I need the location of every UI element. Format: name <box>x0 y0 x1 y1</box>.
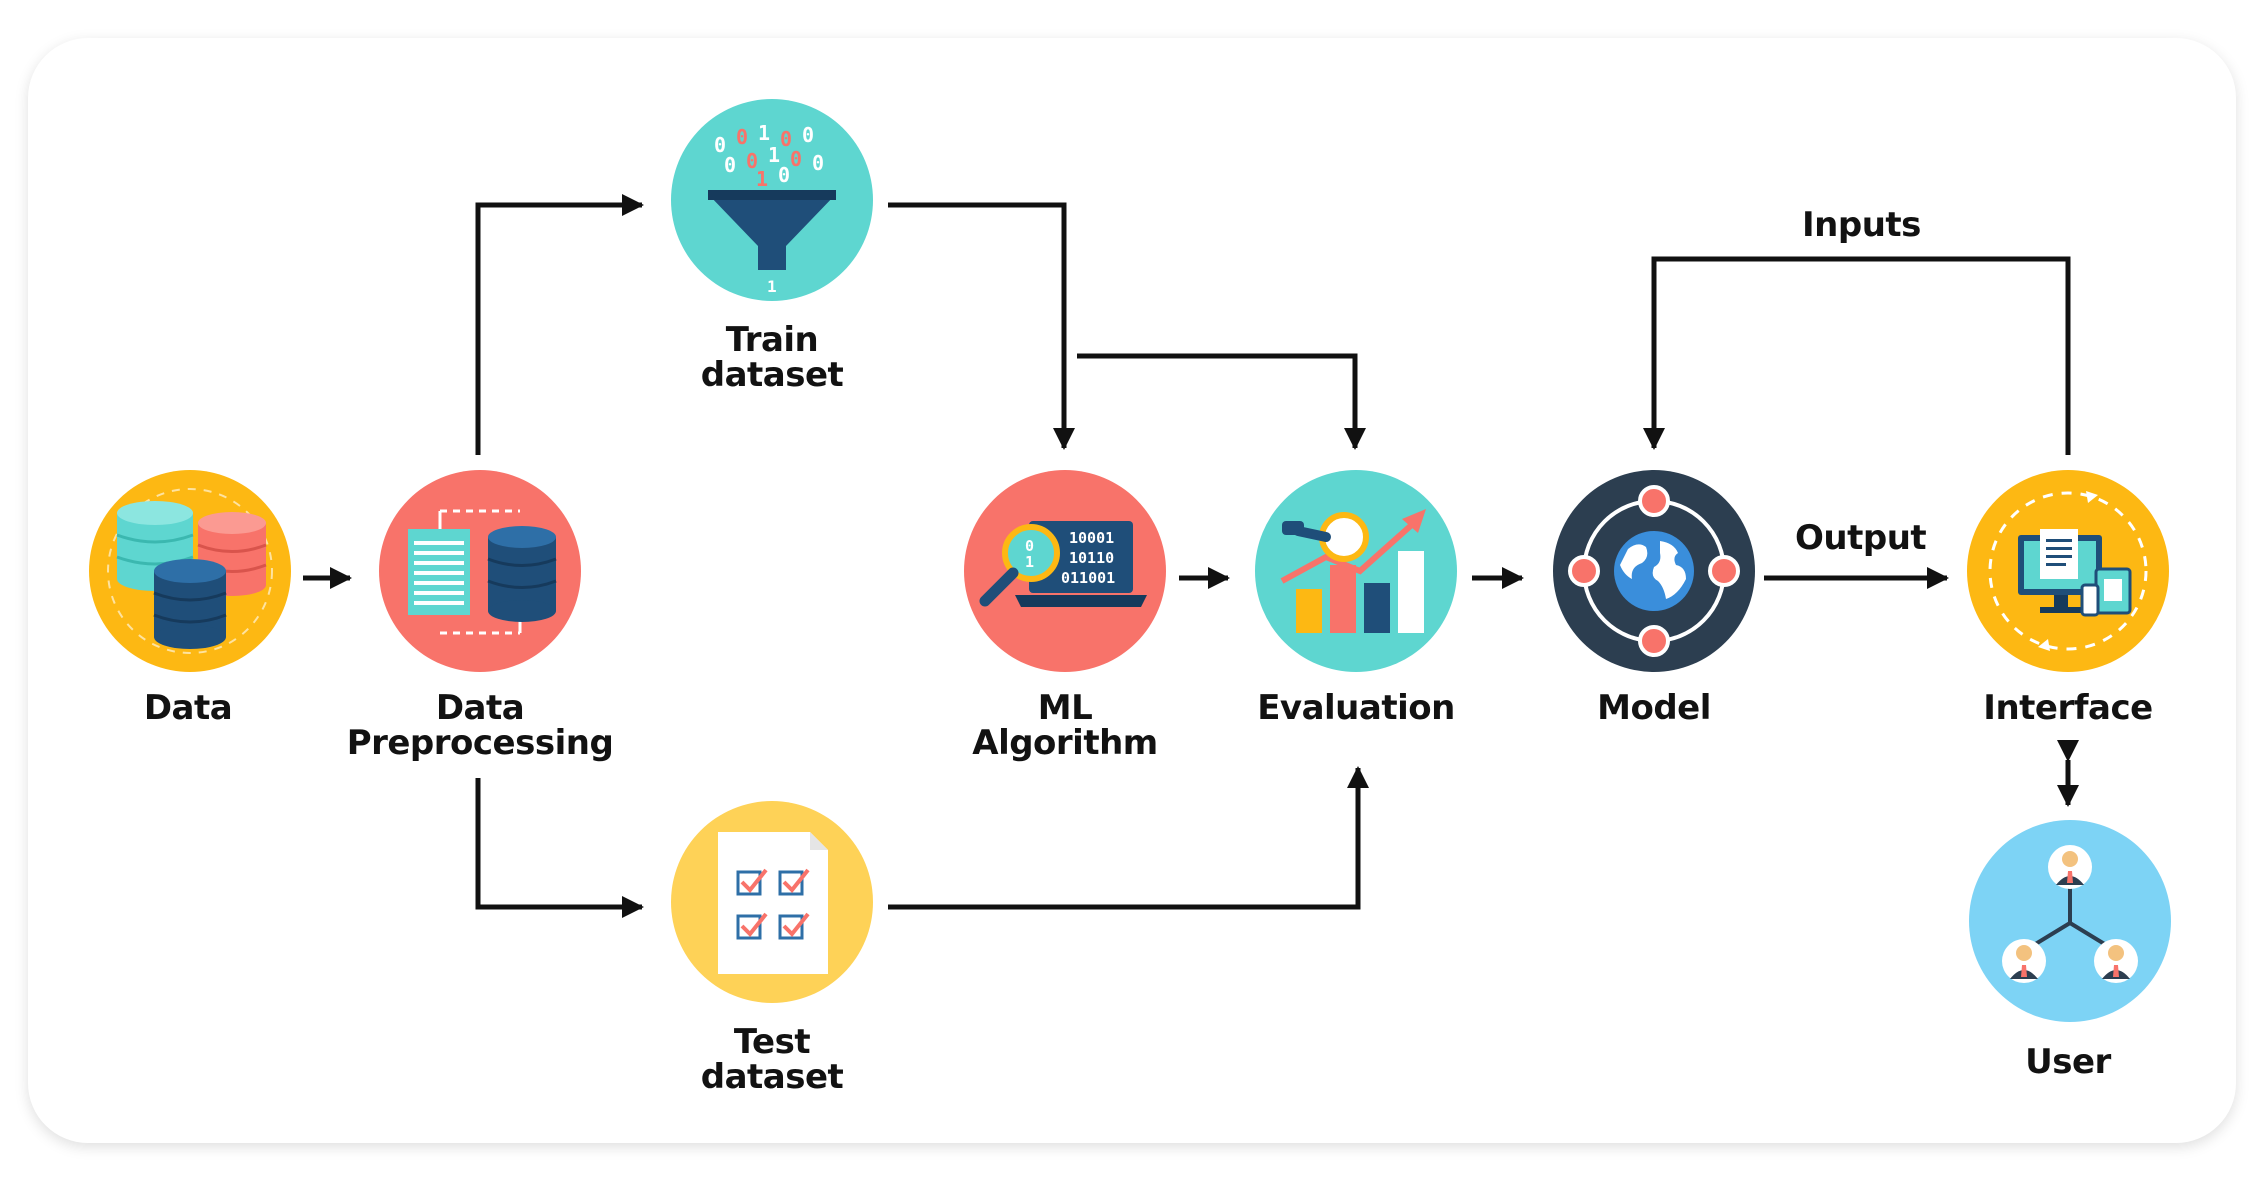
svg-text:011001: 011001 <box>1061 569 1115 587</box>
svg-text:10110: 10110 <box>1069 549 1114 567</box>
svg-text:0: 0 <box>790 147 802 171</box>
arrow-test-to-evaluation <box>888 766 1369 910</box>
checkbox-icons <box>736 868 810 940</box>
preprocessing-node-icon <box>379 470 581 672</box>
interface-node-icon <box>1967 470 2169 672</box>
node-label-evaluation: Evaluation <box>1257 688 1455 728</box>
svg-text:1: 1 <box>768 143 780 167</box>
node-label-ml: ML Algorithm <box>972 688 1158 763</box>
arrow-preprocessing-to-train <box>475 194 644 455</box>
data-node-icon <box>89 470 291 672</box>
svg-text:0: 0 <box>802 123 814 147</box>
user-node-icon <box>1969 820 2171 1022</box>
arrow-train-to-evaluation <box>1077 353 1366 450</box>
svg-text:0: 0 <box>778 163 790 187</box>
svg-text:1: 1 <box>756 167 768 191</box>
svg-text:0: 0 <box>714 133 726 157</box>
train-dataset-node-icon: 0 0 1 0 0 0 0 1 0 0 1 0 1 <box>671 99 873 301</box>
node-label-user: User <box>2025 1042 2111 1082</box>
edge-label-inputs: Inputs <box>1802 205 1921 245</box>
model-node-icon <box>1553 470 1755 672</box>
svg-text:1: 1 <box>1025 553 1034 571</box>
svg-text:0: 0 <box>812 151 824 175</box>
arrow-interface-inputs-to-model <box>1643 256 2071 455</box>
node-label-train: Train dataset <box>700 320 844 395</box>
svg-text:10001: 10001 <box>1069 529 1114 547</box>
test-dataset-node-icon <box>671 801 873 1003</box>
svg-text:0: 0 <box>746 149 758 173</box>
node-label-interface: Interface <box>1983 688 2153 728</box>
svg-text:0: 0 <box>736 125 748 149</box>
arrow-preprocessing-to-test <box>475 778 644 918</box>
person-icon <box>2048 845 2092 889</box>
edge-label-output: Output <box>1795 518 1927 558</box>
evaluation-node-icon <box>1255 470 1457 672</box>
node-label-data: Data <box>143 688 233 728</box>
ml-algorithm-node-icon: 10001 10110 011001 0 1 <box>964 470 1166 672</box>
node-label-preprocessing: Data Preprocessing <box>346 688 614 763</box>
node-label-model: Model <box>1597 688 1711 728</box>
person-icon <box>2002 939 2046 983</box>
person-icon <box>2094 939 2138 983</box>
svg-text:0: 0 <box>780 127 792 151</box>
svg-text:1: 1 <box>758 121 770 145</box>
svg-text:0: 0 <box>724 153 736 177</box>
node-label-test: Test dataset <box>700 1022 844 1097</box>
svg-text:1: 1 <box>767 277 777 296</box>
connectors <box>303 194 2079 918</box>
svg-text:0: 0 <box>1025 537 1034 555</box>
arrow-train-to-ml <box>888 202 1075 450</box>
